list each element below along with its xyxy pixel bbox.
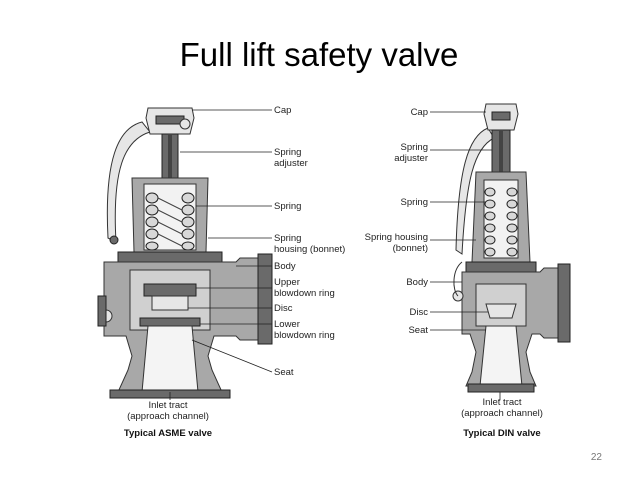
din-label-spring-adjuster-1: Spring — [401, 142, 428, 153]
asme-disc — [151, 295, 189, 311]
asme-label-disc: Disc — [274, 303, 293, 314]
asme-label-spring-adjuster-2: adjuster — [274, 158, 308, 169]
asme-upper-blowdown-ring — [143, 283, 197, 297]
asme-label-upper-ring-2: blowdown ring — [274, 288, 335, 299]
din-inlet-line2: (approach channel) — [461, 408, 543, 419]
asme-label-seat: Seat — [274, 367, 294, 378]
asme-spring — [145, 192, 195, 251]
din-label-disc: Disc — [410, 307, 429, 318]
asme-inlet-line1: Inlet tract — [148, 400, 187, 411]
din-seat — [479, 325, 523, 387]
asme-label-body: Body — [274, 261, 296, 272]
asme-label-spring-adjuster-1: Spring — [274, 147, 301, 158]
asme-label-lower-ring-1: Lower — [274, 319, 300, 330]
din-labels: Cap Spring adjuster Spring Spring housin… — [365, 107, 543, 439]
din-label-spring: Spring — [401, 197, 428, 208]
din-label-seat: Seat — [408, 325, 428, 336]
asme-inlet-line2: (approach channel) — [127, 411, 209, 422]
asme-label-cap: Cap — [274, 105, 291, 116]
din-label-cap: Cap — [411, 107, 428, 118]
din-label-spring-housing-1: Spring housing — [365, 232, 428, 243]
asme-label-spring: Spring — [274, 201, 301, 212]
din-spring — [484, 187, 518, 257]
din-valve-drawing — [452, 103, 571, 393]
page-number: 22 — [590, 452, 602, 463]
din-label-body: Body — [406, 277, 428, 288]
din-label-spring-adjuster-2: adjuster — [394, 153, 428, 164]
asme-label-upper-ring-1: Upper — [274, 277, 300, 288]
din-caption: Typical DIN valve — [463, 428, 540, 439]
asme-valve-drawing — [97, 107, 273, 399]
asme-lower-blowdown-ring — [139, 317, 201, 327]
din-disc — [485, 303, 517, 319]
asme-label-lower-ring-2: blowdown ring — [274, 330, 335, 341]
asme-caption: Typical ASME valve — [124, 428, 212, 439]
asme-label-spring-housing-2: housing (bonnet) — [274, 244, 345, 255]
din-label-spring-housing-2: (bonnet) — [393, 243, 428, 254]
slide-title: Full lift safety valve — [179, 36, 459, 73]
asme-labels: Cap Spring adjuster Spring Spring housin… — [124, 105, 345, 439]
din-inlet-line1: Inlet tract — [482, 397, 521, 408]
asme-label-spring-housing-1: Spring — [274, 233, 301, 244]
